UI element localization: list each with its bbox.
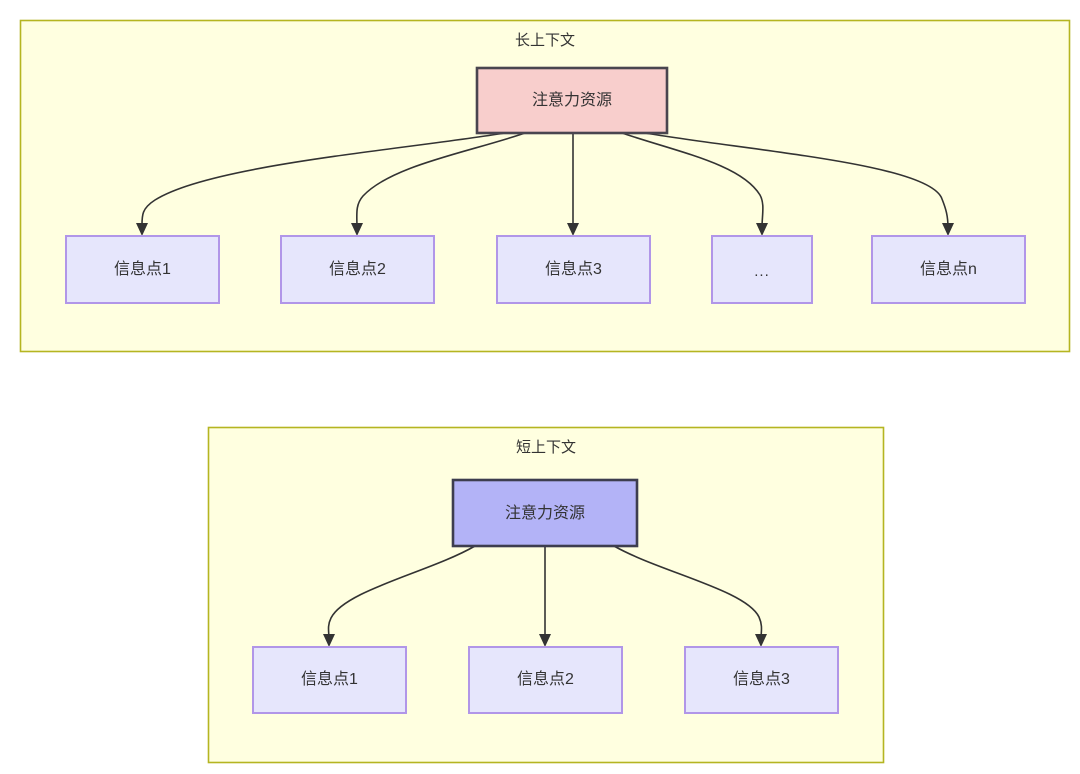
node-attention-resource-short-label: 注意力资源 xyxy=(505,503,585,522)
node-info-3-long-label: 信息点3 xyxy=(545,260,602,278)
group-short-context-title: 短上下文 xyxy=(516,439,576,456)
arrowhead-info-3 xyxy=(567,223,579,236)
node-info-2-long-label: 信息点2 xyxy=(329,260,386,278)
node-info-2-short-label: 信息点2 xyxy=(517,670,574,688)
arrowhead-short-info-2 xyxy=(539,634,551,647)
node-info-2-short[interactable]: 信息点2 xyxy=(468,646,623,714)
node-info-3-long[interactable]: 信息点3 xyxy=(496,235,651,304)
edge-short-root-to-info-3 xyxy=(613,545,763,640)
edge-root-to-info-n xyxy=(644,132,949,229)
arrowhead-short-info-1 xyxy=(323,634,335,647)
node-info-1-long-box[interactable] xyxy=(65,235,220,304)
group-short-context: 短上下文 注意力资源 信息点1 信息点 xyxy=(207,426,885,764)
edge-root-to-info-ellipsis xyxy=(621,132,764,229)
node-attention-resource-long-label: 注意力资源 xyxy=(532,90,612,109)
arrowhead-info-2 xyxy=(351,223,363,236)
edges-short-context xyxy=(323,545,767,647)
node-info-2-long-box[interactable] xyxy=(280,235,435,304)
node-info-2-long[interactable]: 信息点2 xyxy=(280,235,435,304)
group-long-context-title: 长上下文 xyxy=(515,32,575,49)
node-attention-resource-long[interactable]: 注意力资源 xyxy=(475,66,669,135)
arrowhead-info-1 xyxy=(136,223,148,236)
node-info-3-long-box[interactable] xyxy=(496,235,651,304)
node-info-1-long[interactable]: 信息点1 xyxy=(65,235,220,304)
edge-root-to-info-1 xyxy=(141,132,506,229)
node-attention-resource-short[interactable]: 注意力资源 xyxy=(451,478,639,548)
node-info-ellipsis-long[interactable]: ... xyxy=(711,235,813,304)
node-attention-resource-short-box[interactable] xyxy=(451,478,639,548)
edge-short-root-to-info-1 xyxy=(327,545,476,640)
node-info-3-short[interactable]: 信息点3 xyxy=(684,646,839,714)
arrowhead-short-info-3 xyxy=(755,634,767,647)
arrowhead-info-n xyxy=(942,223,954,236)
node-info-n-long[interactable]: 信息点n xyxy=(871,235,1026,304)
node-info-3-short-label: 信息点3 xyxy=(733,670,790,688)
edge-root-to-info-2 xyxy=(355,132,526,229)
node-info-1-short-box[interactable] xyxy=(252,646,407,714)
node-info-1-short[interactable]: 信息点1 xyxy=(252,646,407,714)
node-info-1-short-label: 信息点1 xyxy=(301,670,358,688)
node-info-3-short-box[interactable] xyxy=(684,646,839,714)
group-long-context: 长上下文 注意 xyxy=(19,19,1071,353)
node-attention-resource-long-box[interactable] xyxy=(475,66,669,135)
edges-long-context xyxy=(136,132,954,236)
node-info-n-long-label: 信息点n xyxy=(920,260,977,278)
node-info-1-long-label: 信息点1 xyxy=(114,260,171,278)
arrowhead-info-ellipsis xyxy=(756,223,768,236)
node-info-2-short-box[interactable] xyxy=(468,646,623,714)
node-info-ellipsis-long-box[interactable] xyxy=(711,235,813,304)
node-info-ellipsis-long-label: ... xyxy=(754,263,770,280)
node-info-n-long-box[interactable] xyxy=(871,235,1026,304)
